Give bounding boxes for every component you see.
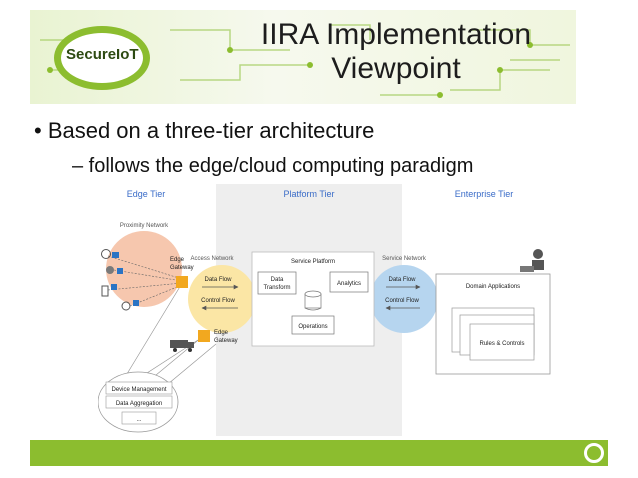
data-transform-label-line-1: Data — [271, 277, 284, 283]
edge-gateway-2-icon — [198, 330, 210, 342]
edge-gateway-1-label-line-1: Edge — [170, 257, 185, 263]
service-control-flow-label: Control Flow — [385, 298, 419, 304]
ellipsis-label: ... — [136, 417, 141, 423]
service-network-label: Service Network — [382, 256, 427, 262]
data-transform-label-line-2: Transform — [263, 285, 290, 291]
domain-applications-label: Domain Applications — [466, 284, 520, 290]
device-management-box — [105, 381, 173, 395]
operator-at-laptop-icon — [520, 249, 544, 272]
operations-label: Operations — [298, 324, 327, 330]
robot-arm-icon — [101, 285, 109, 297]
sensor-icon — [117, 268, 123, 274]
proximity-network-circle — [106, 231, 182, 307]
bullet-sub: – follows the edge/cloud computing parad… — [72, 155, 474, 177]
sensor-icon — [112, 252, 119, 258]
data-aggregation-box — [105, 395, 173, 409]
edge-gateway-1-label-line-2: Gateway — [170, 265, 194, 271]
title-line-2: Viewpoint — [331, 52, 461, 85]
access-network-circle — [188, 265, 256, 333]
platform-tier-label: Platform Tier — [283, 189, 334, 199]
device-links — [107, 255, 183, 307]
enterprise-tier-label: Enterprise Tier — [455, 189, 514, 199]
iira-three-tier-diagram: Edge Tier Platform Tier Enterprise Tier … — [98, 184, 551, 436]
sensor-icon — [111, 284, 117, 290]
service-data-flow-label: Data Flow — [388, 277, 416, 283]
database-icon — [304, 290, 322, 311]
logo-ring — [54, 26, 150, 90]
gear-icon — [101, 249, 111, 259]
camera-icon — [121, 301, 131, 311]
bullet-main: • Based on a three-tier architecture — [34, 118, 375, 143]
access-control-flow-label: Control Flow — [201, 298, 235, 304]
device-management-label: Device Management — [111, 387, 166, 393]
title-line-1: IIRA Implementation — [260, 18, 532, 51]
ellipsis-box — [121, 411, 157, 425]
analytics-box — [329, 271, 369, 293]
proximity-network-label: Proximity Network — [120, 223, 169, 229]
truck-icon — [170, 340, 194, 352]
circuit-pattern — [40, 24, 570, 98]
service-platform-label: Service Platform — [291, 259, 335, 265]
edge-tier-label: Edge Tier — [127, 189, 166, 199]
device-sensor-icons — [101, 249, 139, 311]
edge-gateway-1-icon — [176, 276, 188, 288]
analytics-label: Analytics — [337, 281, 361, 287]
logo-text: SecureIoT — [66, 46, 139, 63]
data-aggregation-label: Data Aggregation — [116, 401, 162, 407]
footer-circle-icon — [584, 443, 604, 463]
footer-bar — [30, 440, 608, 466]
fan-icon — [106, 266, 114, 274]
access-network-label: Access Network — [190, 256, 234, 262]
service-network-circle — [370, 265, 438, 333]
slide-title: IIRA Implementation Viewpoint — [226, 18, 566, 86]
sensor-icon — [133, 300, 139, 306]
rules-controls-label: Rules & Controls — [479, 341, 524, 347]
rules-controls-box — [469, 323, 535, 361]
operations-box — [291, 315, 335, 335]
data-transform-box — [257, 271, 297, 295]
edge-gateway-2-label-line-1: Edge — [214, 330, 229, 336]
edge-gateway-2-label-line-2: Gateway — [214, 338, 238, 344]
access-data-flow-label: Data Flow — [204, 277, 232, 283]
